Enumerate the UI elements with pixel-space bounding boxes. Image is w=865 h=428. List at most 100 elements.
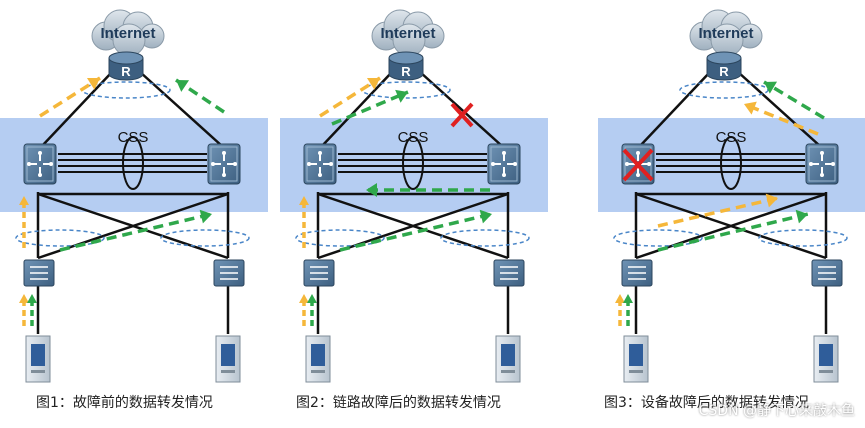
- core-switch-icon: [23, 143, 57, 185]
- flow-arrowhead: [299, 294, 309, 303]
- switch-glyph-tip: [307, 162, 311, 166]
- router: R: [706, 51, 742, 81]
- server-slot: [221, 370, 235, 373]
- switch-glyph-tip: [233, 162, 237, 166]
- flow-arrowhead: [623, 294, 633, 303]
- switch-glyph-tip: [820, 151, 824, 155]
- server-icon: [305, 335, 331, 383]
- access-switch-icon: [493, 259, 525, 287]
- flow-arrowhead: [199, 209, 212, 224]
- access-switch-icon: [213, 259, 245, 287]
- server-slot: [819, 370, 833, 373]
- flow-arrowhead: [307, 294, 317, 303]
- switch-glyph-tip: [318, 151, 322, 155]
- failure-cross: [450, 102, 474, 128]
- downlink: [635, 192, 827, 260]
- internet-cloud: Internet: [91, 9, 165, 57]
- downlink: [317, 192, 509, 260]
- server-panel: [819, 344, 833, 366]
- flow-arrowhead: [299, 196, 309, 205]
- lag-ellipse-left: [15, 229, 105, 247]
- router: R: [388, 51, 424, 81]
- flow-line: [331, 90, 409, 126]
- access-switch-icon: [811, 259, 843, 287]
- uplink-left: [321, 71, 393, 147]
- figure-caption-2: 图2：链路故障后的数据转发情况: [296, 395, 501, 411]
- backup-flow: [307, 294, 317, 326]
- switch-glyph-tip: [222, 151, 226, 155]
- failure-cross: [622, 148, 654, 182]
- switch-glyph-tip: [38, 151, 42, 155]
- router-top: [388, 51, 424, 65]
- flow-arrowhead: [479, 209, 492, 224]
- stack-ellipse: [402, 136, 424, 190]
- lag-ellipse-right: [440, 229, 530, 247]
- internet-cloud: Internet: [689, 9, 763, 57]
- server-panel: [629, 344, 643, 366]
- access-switch-icon: [23, 259, 55, 287]
- switch-glyph-tip: [27, 162, 31, 166]
- uplink-left: [639, 71, 711, 147]
- downlink: [37, 192, 229, 260]
- flow-arrowhead: [366, 77, 380, 90]
- server-icon: [623, 335, 649, 383]
- server-panel: [501, 344, 515, 366]
- flow-arrowhead: [615, 294, 625, 303]
- switch-glyph-tip: [636, 151, 640, 155]
- primary-flow: [743, 101, 819, 136]
- server-slot: [501, 370, 515, 373]
- primary-flow: [615, 294, 625, 326]
- flow-line: [657, 196, 779, 228]
- primary-flow: [319, 76, 381, 118]
- switch-body: [487, 143, 521, 185]
- flow-arrowhead: [744, 101, 757, 115]
- internet-cloud: Internet: [371, 9, 445, 57]
- lag-ellipse-left: [613, 229, 703, 247]
- figure-caption-3: 图3：设备故障后的数据转发情况: [604, 395, 809, 411]
- stack-ellipse: [720, 136, 742, 190]
- server-panel: [31, 344, 45, 366]
- router-label: R: [401, 64, 411, 79]
- flow-arrowhead: [19, 294, 29, 303]
- flow-arrowhead: [176, 80, 190, 92]
- server-panel: [221, 344, 235, 366]
- core-switch-icon: [487, 143, 521, 185]
- flow-line: [763, 80, 825, 120]
- watermark: CSDN @静下心来敲木鱼: [698, 403, 855, 419]
- server-slot: [311, 370, 325, 373]
- switch-body: [805, 143, 839, 185]
- backup-flow: [623, 294, 633, 326]
- flow-line: [743, 102, 819, 136]
- switch-glyph-tip: [831, 162, 835, 166]
- internet-label: Internet: [380, 25, 435, 42]
- switch-glyph-tip: [809, 162, 813, 166]
- backup-flow: [366, 183, 490, 197]
- access-switch-icon: [621, 259, 653, 287]
- switch-body: [303, 143, 337, 185]
- access-switch-icon: [303, 259, 335, 287]
- backup-flow: [657, 209, 809, 252]
- backup-flow: [331, 89, 409, 126]
- server-icon: [25, 335, 51, 383]
- flow-arrowhead: [27, 294, 37, 303]
- flow-arrowhead: [395, 89, 408, 103]
- core-switch-icon: [805, 143, 839, 185]
- lag-ellipse-left: [295, 229, 385, 247]
- switch-glyph-tip: [491, 162, 495, 166]
- switch-glyph-tip: [38, 173, 42, 177]
- router: R: [108, 51, 144, 81]
- primary-flow: [299, 294, 309, 326]
- uplink-left: [41, 71, 113, 147]
- switch-glyph-tip: [513, 162, 517, 166]
- backup-flow: [175, 78, 225, 114]
- flow-line: [39, 76, 101, 118]
- server-panel: [311, 344, 325, 366]
- css-label: CSS: [118, 129, 149, 146]
- switch-glyph-tip: [820, 173, 824, 177]
- css-label: CSS: [398, 129, 429, 146]
